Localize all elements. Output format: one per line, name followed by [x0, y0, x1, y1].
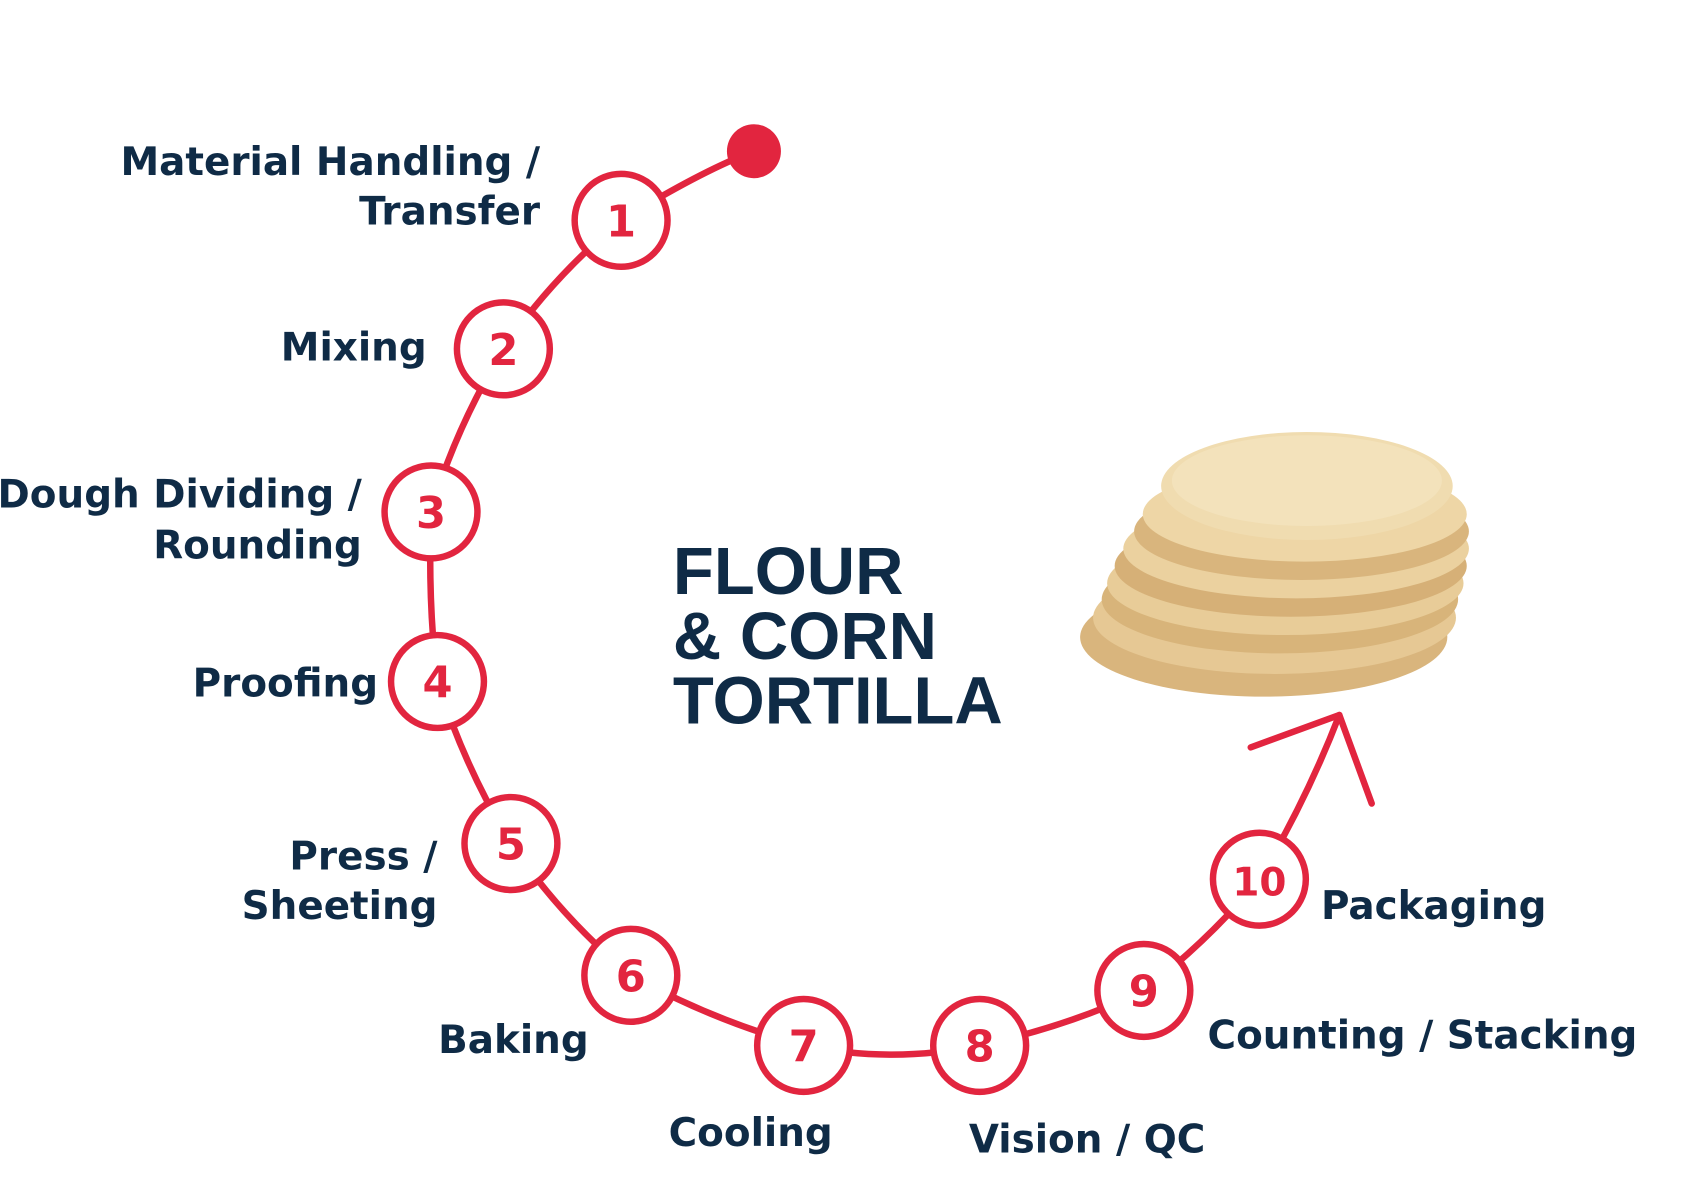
start-dot: [726, 124, 781, 179]
step-number: 8: [965, 1023, 995, 1073]
step-label: Mixing: [281, 326, 427, 371]
step-label: Counting / Stacking: [1208, 1014, 1638, 1059]
step-7: 7 Cooling: [669, 995, 854, 1156]
step-3: 3 Dough Dividing / Rounding: [0, 462, 481, 568]
step-label: Material Handling /: [120, 140, 540, 185]
step-5: 5 Press / Sheeting: [242, 793, 561, 929]
step-label: Rounding: [153, 523, 362, 568]
title-line-1: FLOUR: [673, 534, 904, 609]
title-line-2: & CORN: [673, 599, 937, 674]
step-label: Transfer: [359, 190, 541, 235]
arrowhead-icon: [1247, 711, 1375, 807]
step-number: 3: [416, 489, 446, 539]
step-number: 2: [488, 326, 518, 376]
step-number: 1: [606, 198, 636, 248]
step-9: 9 Counting / Stacking: [1094, 940, 1638, 1059]
step-number: 9: [1129, 968, 1159, 1018]
title-line-3: TORTILLA: [673, 664, 1003, 739]
step-label: Packaging: [1321, 884, 1546, 929]
tortilla-stack-image: [1080, 432, 1469, 697]
step-1: 1 Material Handling / Transfer: [120, 140, 671, 271]
step-4: 4 Proofing: [193, 631, 488, 732]
step-6: 6 Baking: [438, 925, 681, 1063]
step-number: 10: [1232, 860, 1286, 905]
step-10: 10 Packaging: [1209, 829, 1546, 929]
step-label: Dough Dividing /: [0, 473, 363, 518]
step-label: Cooling: [669, 1111, 833, 1156]
step-number: 5: [496, 821, 526, 871]
step-label: Vision / QC: [969, 1117, 1205, 1162]
step-number: 6: [616, 952, 646, 1002]
step-label: Press /: [289, 834, 438, 879]
step-label: Sheeting: [242, 884, 438, 929]
step-label: Baking: [438, 1018, 589, 1063]
step-8: 8 Vision / QC: [929, 995, 1205, 1162]
step-label: Proofing: [193, 662, 378, 707]
step-number: 4: [422, 659, 452, 709]
step-2: 2 Mixing: [281, 299, 554, 399]
step-number: 7: [789, 1023, 819, 1073]
